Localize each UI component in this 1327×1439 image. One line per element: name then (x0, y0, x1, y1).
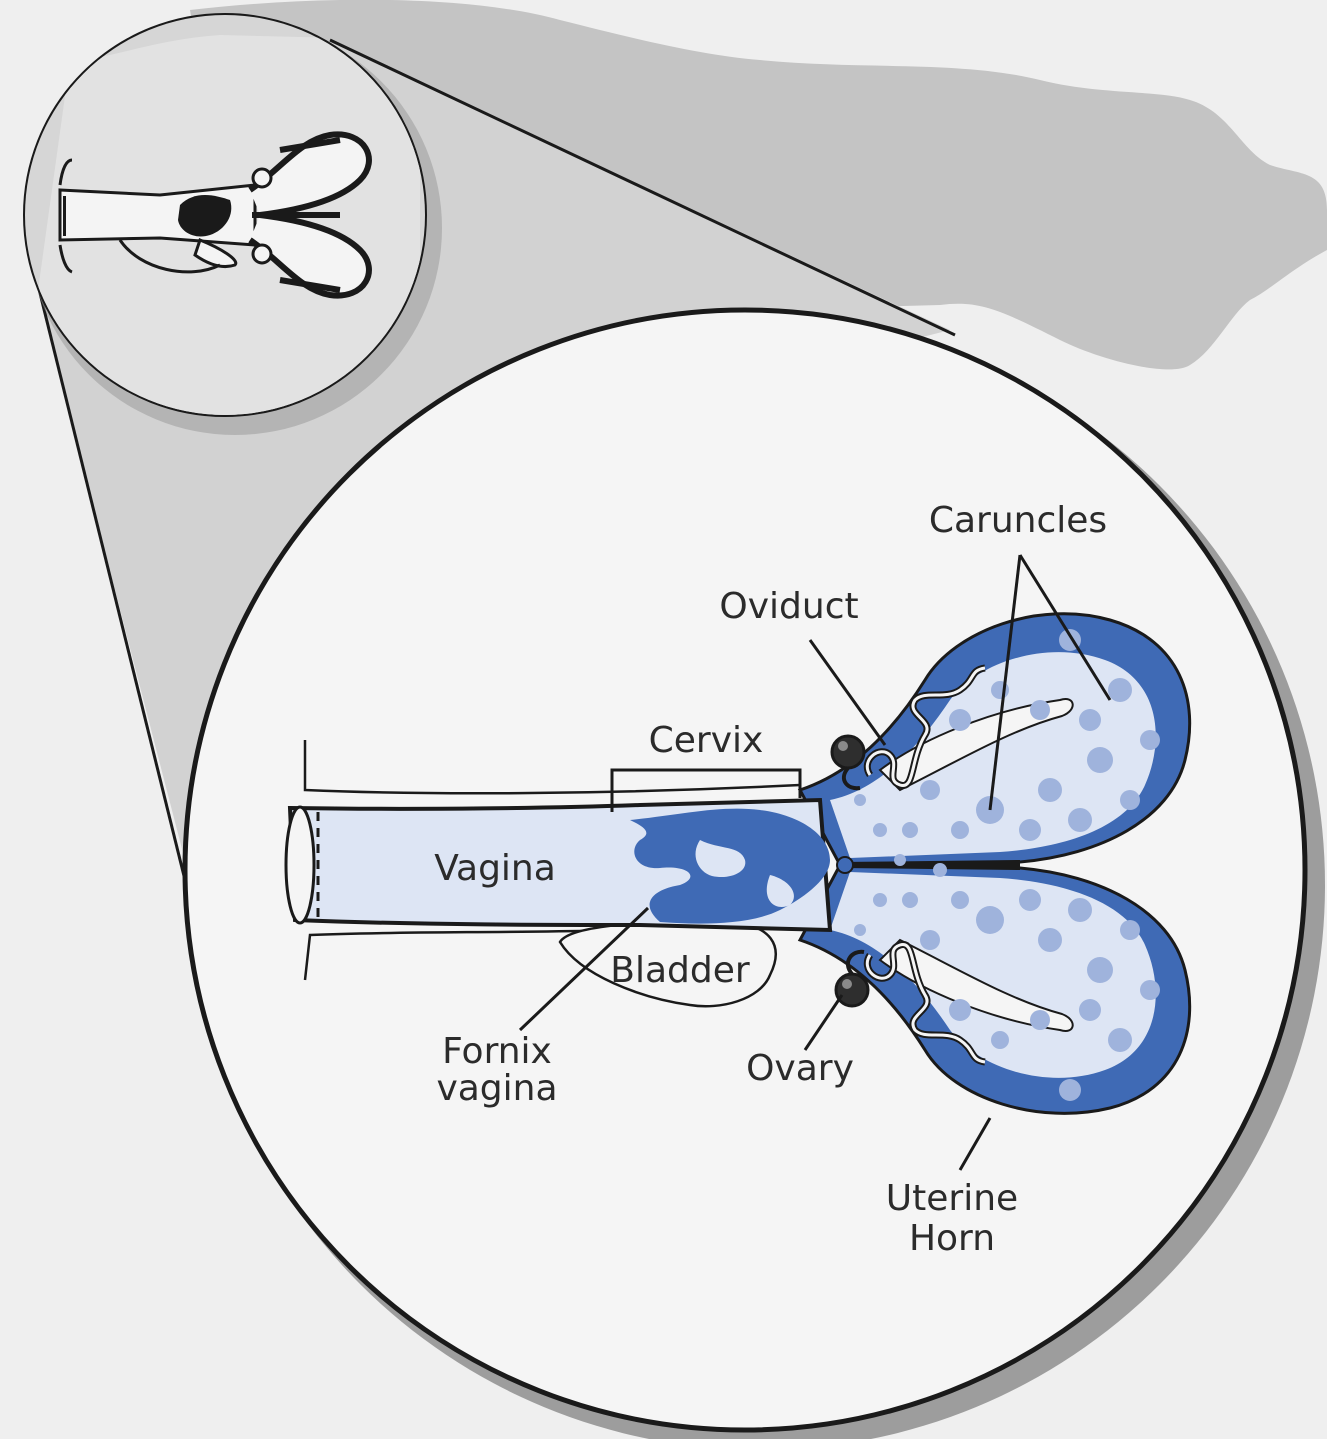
caruncle-spot (1120, 790, 1140, 810)
caruncle-spot (951, 821, 969, 839)
caruncle-spot (1120, 920, 1140, 940)
caruncle-spot (1030, 1010, 1050, 1030)
label-cervix: Cervix (649, 720, 764, 761)
caruncle-spot (991, 1031, 1009, 1049)
caruncle-spot (1087, 957, 1113, 983)
caruncle-spot (1038, 928, 1062, 952)
label-uterine-line2: Horn (909, 1218, 995, 1259)
caruncle-spot (1087, 747, 1113, 773)
caruncle-spot (1079, 999, 1101, 1021)
caruncle-spot (1068, 898, 1092, 922)
label-fornix-line1: Fornix (442, 1031, 552, 1072)
caruncle-spot (854, 924, 866, 936)
caruncle-spot (1079, 709, 1101, 731)
caruncle-spot (1059, 1079, 1081, 1101)
caruncle-spot (1108, 678, 1132, 702)
caruncle-spot (1030, 700, 1050, 720)
label-fornix-line2: vagina (436, 1068, 557, 1109)
caruncle-spot (920, 780, 940, 800)
caruncle-spot (873, 823, 887, 837)
label-caruncles: Caruncles (929, 500, 1107, 541)
caruncle-spot (1068, 808, 1092, 832)
caruncle-spot (1019, 819, 1041, 841)
caruncle-spot (1108, 1028, 1132, 1052)
caruncle-spot (854, 794, 866, 806)
caruncle-spot (933, 863, 947, 877)
caruncle-spot (1019, 889, 1041, 911)
caruncle-spot (902, 822, 918, 838)
label-vagina: Vagina (434, 848, 556, 889)
caruncle-spot (873, 893, 887, 907)
caruncle-spot (949, 709, 971, 731)
caruncle-spot (949, 999, 971, 1021)
caruncle-spot (1038, 778, 1062, 802)
label-oviduct: Oviduct (719, 586, 858, 627)
caruncle-spot (1140, 730, 1160, 750)
caruncle-spot (976, 906, 1004, 934)
label-ovary: Ovary (746, 1048, 854, 1089)
caruncle-spot (951, 891, 969, 909)
caruncle-spot (902, 892, 918, 908)
label-uterine-line1: Uterine (886, 1178, 1018, 1219)
label-bladder: Bladder (610, 950, 750, 991)
caruncle-spot (1140, 980, 1160, 1000)
caruncle-spot (894, 854, 906, 866)
caruncle-spot (920, 930, 940, 950)
